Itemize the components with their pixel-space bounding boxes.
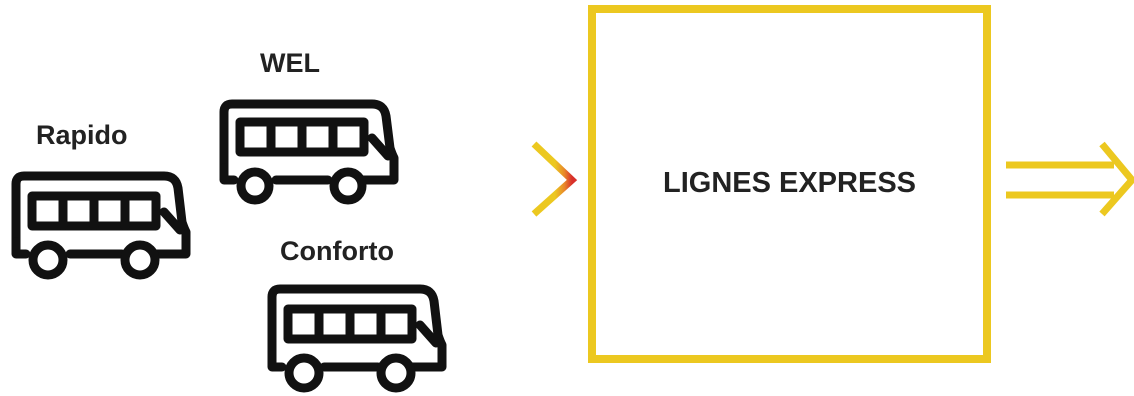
lignes-express-box: LIGNES EXPRESS — [588, 5, 991, 363]
bus-icon — [11, 171, 191, 280]
double-arrow-right-icon — [1006, 141, 1134, 217]
bus-label-rapido: Rapido — [36, 120, 128, 150]
bus-icon — [219, 99, 399, 205]
bus-label-conforto: Conforto — [280, 236, 394, 266]
lignes-express-label: LIGNES EXPRESS — [662, 167, 916, 200]
bus-icon — [267, 284, 447, 393]
bus-label-wel: WEL — [260, 48, 320, 78]
double-arrow-right-icon — [438, 141, 578, 217]
